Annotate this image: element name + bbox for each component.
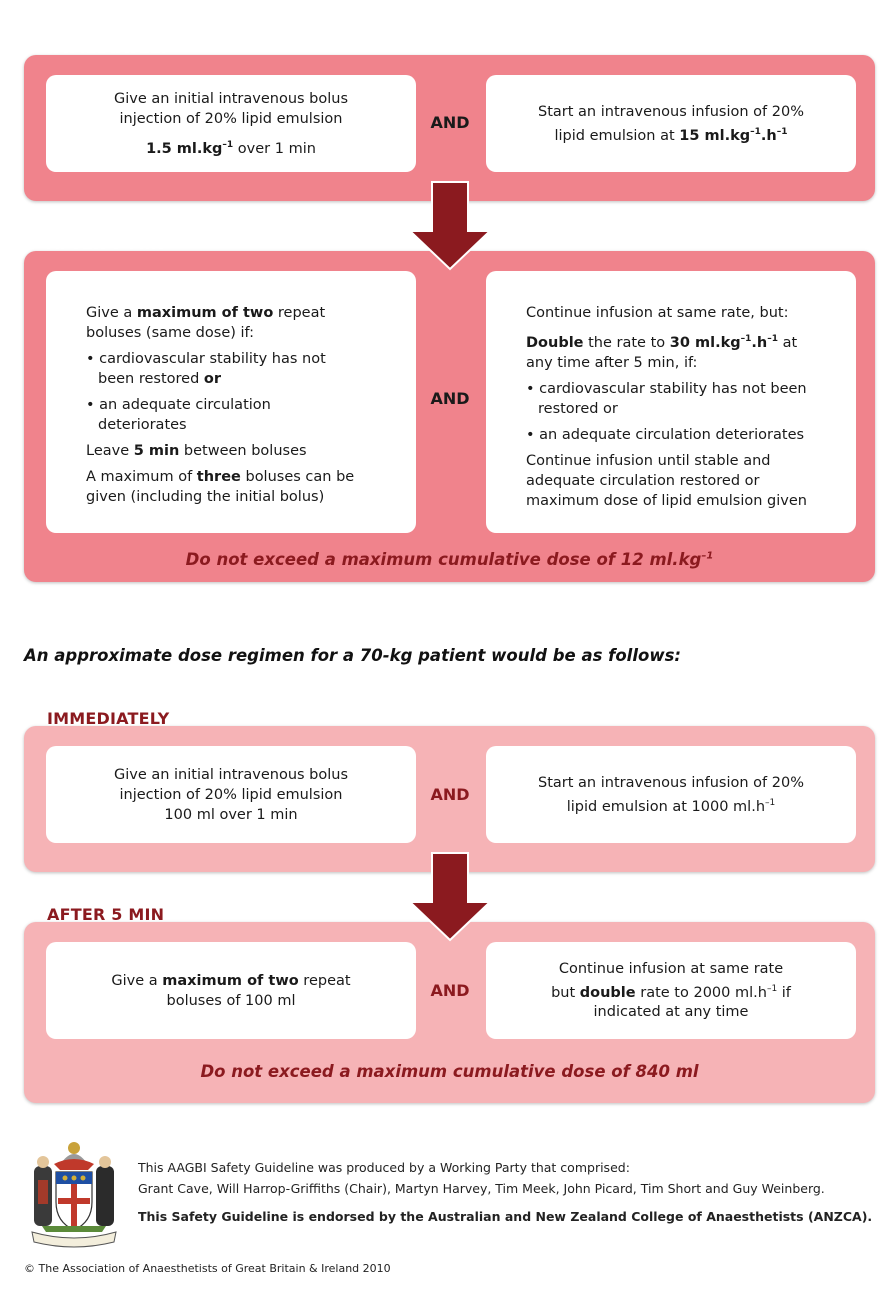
continue-infusion-line1: Continue infusion at same rate xyxy=(558,960,784,977)
down-arrow-icon xyxy=(408,852,492,942)
repeat-bolus-bullet1: • cardiovascular stability has not xyxy=(86,351,326,367)
and-label: AND xyxy=(430,389,470,408)
continue-infusion-line2: but double rate to 2000 ml.h–1 if xyxy=(551,983,791,1001)
working-party-intro: This AAGBI Safety Guideline was produced… xyxy=(138,1160,630,1175)
bolus-text-line2: injection of 20% lipid emulsion xyxy=(119,110,343,127)
continue-infusion-p3-line3: maximum dose of lipid emulsion given xyxy=(526,492,807,509)
section2-continue-infusion-card: Continue infusion at same rate but doubl… xyxy=(486,942,856,1039)
anzca-endorsement: This Safety Guideline is endorsed by the… xyxy=(138,1209,873,1224)
and-label: AND xyxy=(430,785,470,804)
continue-infusion-p2: Double the rate to 30 ml.kg–1.h–1 at xyxy=(526,334,798,351)
section1-immediately-label: IMMEDIATELY xyxy=(47,38,170,57)
continue-infusion-bullet1-cont: restored or xyxy=(538,400,618,417)
bolus-text-line3: 100 ml over 1 min xyxy=(164,806,298,823)
infusion-text-line2: lipid emulsion at 1000 ml.h–1 xyxy=(566,797,776,815)
continue-infusion-bullet1: • cardiovascular stability has not been xyxy=(526,380,807,397)
section2-infusion-card: Start an intravenous infusion of 20% lip… xyxy=(486,746,856,843)
dose-regimen-heading: An approximate dose regimen for a 70-kg … xyxy=(24,646,681,665)
section1-infusion-card: Start an intravenous infusion of 20% lip… xyxy=(486,75,856,172)
down-arrow-icon xyxy=(408,181,492,271)
bolus-text-line1: Give an initial intravenous bolus xyxy=(113,766,349,783)
aagbi-crest-logo xyxy=(31,1142,117,1248)
section1-repeat-bolus-card: Give a maximum of two repeat boluses (sa… xyxy=(46,271,416,533)
repeat-bolus-line2: boluses of 100 ml xyxy=(166,992,296,1009)
section2-max-dose-warning: Do not exceed a maximum cumulative dose … xyxy=(200,1062,699,1081)
bolus-dose: 1.5 ml.kg–1 over 1 min xyxy=(146,139,316,157)
repeat-bolus-bullet2-cont: deteriorates xyxy=(98,417,187,433)
repeat-bolus-p3: A maximum of three boluses can be xyxy=(86,469,355,485)
and-label: AND xyxy=(430,981,470,1000)
repeat-bolus-bullet2: • an adequate circulation xyxy=(86,397,271,413)
repeat-bolus-bullet1-cont: been restored or xyxy=(98,371,222,387)
repeat-bolus-p1: Give a maximum of two repeat xyxy=(86,305,326,321)
bolus-text-line2: injection of 20% lipid emulsion xyxy=(119,786,343,803)
section2-immediately-label: IMMEDIATELY xyxy=(47,709,170,728)
section1-bolus-card: Give an initial intravenous bolus inject… xyxy=(46,75,416,172)
continue-infusion-p3-line1: Continue infusion until stable and xyxy=(526,452,771,469)
infusion-text-line1: Start an intravenous infusion of 20% xyxy=(538,103,804,120)
copyright-notice: © The Association of Anaesthetists of Gr… xyxy=(24,1262,391,1275)
repeat-bolus-p2: Leave 5 min between boluses xyxy=(86,443,307,459)
repeat-bolus-p1-line2: boluses (same dose) if: xyxy=(86,325,255,341)
bolus-text-line1: Give an initial intravenous bolus xyxy=(113,90,349,107)
continue-infusion-p2-line2: any time after 5 min, if: xyxy=(526,354,698,371)
infusion-text-line1: Start an intravenous infusion of 20% xyxy=(538,774,804,791)
continue-infusion-p1: Continue infusion at same rate, but: xyxy=(526,305,789,321)
repeat-bolus-line1: Give a maximum of two repeat xyxy=(111,972,351,989)
continue-infusion-line3: indicated at any time xyxy=(593,1004,749,1021)
continue-infusion-p3-line2: adequate circulation restored or xyxy=(526,472,760,489)
section2-repeat-bolus-card: Give a maximum of two repeat boluses of … xyxy=(46,942,416,1039)
and-label: AND xyxy=(430,113,470,132)
section1-max-dose-warning: Do not exceed a maximum cumulative dose … xyxy=(185,550,714,569)
working-party-members: Grant Cave, Will Harrop-Griffiths (Chair… xyxy=(138,1181,825,1196)
section1-after5-label: AFTER 5 MIN xyxy=(47,234,165,253)
continue-infusion-bullet2: • an adequate circulation deteriorates xyxy=(526,426,805,443)
section2-bolus-card: Give an initial intravenous bolus inject… xyxy=(46,746,416,843)
repeat-bolus-p3-line2: given (including the initial bolus) xyxy=(86,489,325,505)
infusion-text-line2: lipid emulsion at 15 ml.kg–1.h–1 xyxy=(554,126,788,144)
section2-after5-label: AFTER 5 MIN xyxy=(47,905,165,924)
section1-continue-infusion-card: Continue infusion at same rate, but: Dou… xyxy=(486,271,856,533)
